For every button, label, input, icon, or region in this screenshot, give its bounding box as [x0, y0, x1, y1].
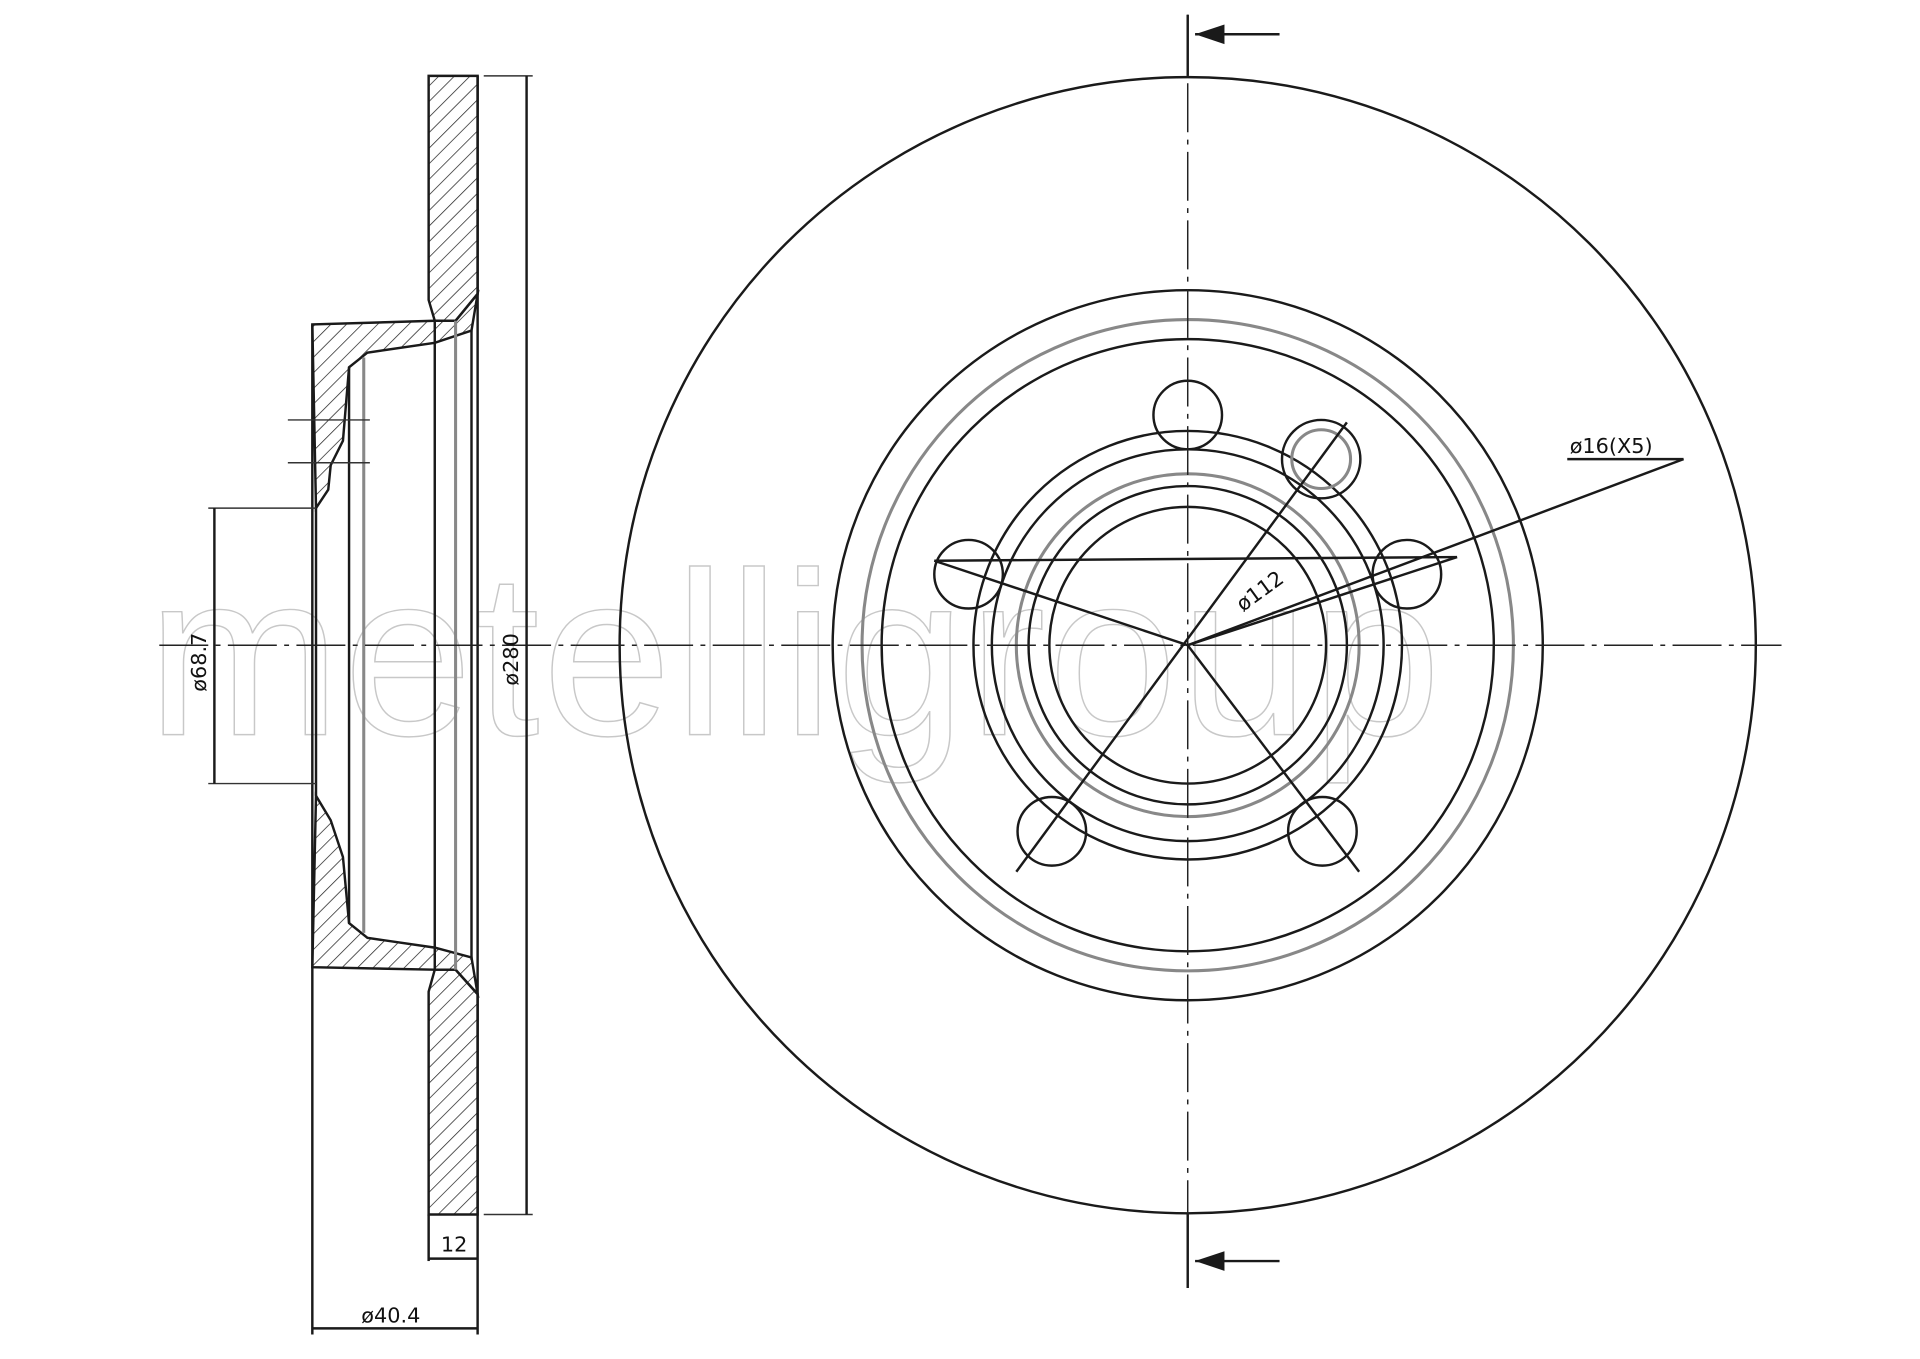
hatched-hat-bottom [311, 791, 480, 999]
hatched-section-top [427, 74, 479, 322]
hatched-section-bottom [427, 968, 479, 1216]
section-view [159, 74, 576, 1335]
hatched-hat-top [311, 289, 480, 513]
front-view [575, 14, 1782, 1288]
section-arrow-top [1195, 24, 1225, 45]
dim-thickness: 12 [441, 1232, 467, 1256]
dim-bolt-holes: ø16(X5) [1570, 434, 1653, 458]
bolt-hole [1371, 538, 1443, 610]
dim-center-bore: ø68.7 [187, 633, 211, 692]
bolt-hole [1016, 795, 1088, 867]
bolt-hole [933, 538, 1005, 610]
dim-outer-diameter: ø280 [499, 633, 523, 685]
watermark-logo: metelligroup [147, 525, 1443, 785]
threaded-hole [1280, 418, 1362, 500]
section-arrow-bottom [1195, 1251, 1225, 1271]
dim-height: ø40.4 [361, 1303, 420, 1327]
bolt-hole [1286, 795, 1358, 867]
